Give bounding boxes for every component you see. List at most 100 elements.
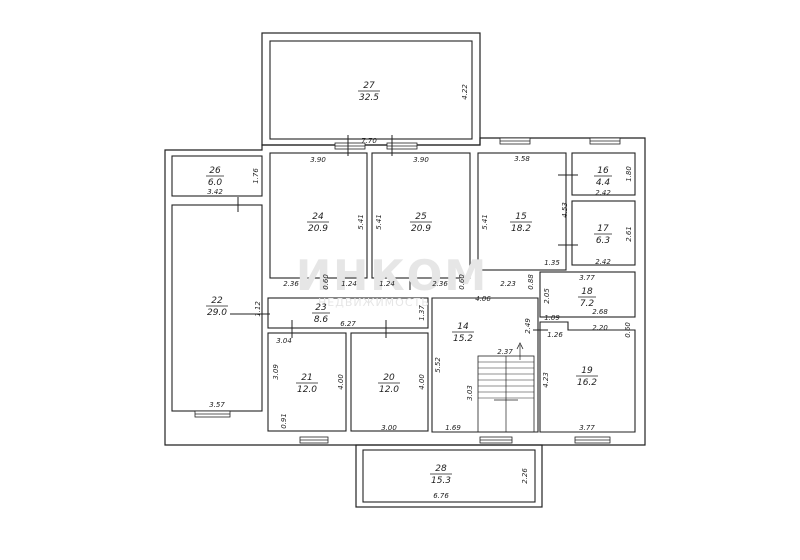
room-area: 32.5 [359, 93, 379, 103]
dim-label: 4.53 [561, 202, 569, 218]
dim-label: 2.26 [521, 468, 529, 484]
window [194, 410, 231, 418]
dim-label: 5.52 [434, 357, 442, 373]
room-25 [371, 152, 471, 279]
dim-label: 6.76 [433, 492, 449, 500]
room-number: 18 [581, 287, 593, 297]
watermark-brand: ИНКОМ [296, 251, 488, 300]
dim-label: 0.60 [458, 274, 466, 290]
room-number: 20 [383, 373, 395, 383]
dim-label: 0.88 [527, 274, 535, 290]
dim-label: 1.24 [341, 280, 357, 288]
dim-label: 1.80 [625, 166, 633, 182]
dim-label: 3.90 [413, 156, 429, 164]
room-number: 16 [597, 166, 609, 176]
room-area: 8.6 [314, 315, 329, 325]
watermark: ИНКОМ НЕДВИЖИМОСТЬ [296, 251, 488, 309]
room-number: 19 [581, 366, 593, 376]
dim-label: 2.61 [625, 226, 633, 242]
dim-label: 5.41 [375, 214, 383, 230]
dim-label: 1.76 [252, 168, 260, 184]
dim-label: 3.42 [207, 188, 223, 196]
dim-label: 1.35 [544, 259, 560, 267]
room-area: 15.2 [453, 334, 473, 344]
room-number: 28 [435, 464, 447, 474]
room-15 [477, 152, 567, 271]
room-number: 22 [211, 296, 223, 306]
dim-label: 3.04 [276, 337, 292, 345]
room-area: 20.9 [308, 224, 328, 234]
window [334, 142, 366, 150]
window [574, 436, 611, 444]
dim-label: 3.09 [272, 364, 280, 380]
dim-label: 3.03 [466, 385, 474, 401]
dim-label: 4.22 [461, 84, 469, 100]
dim-label: 3.77 [579, 274, 595, 282]
room-21 [267, 332, 347, 432]
dim-label: 1.37 [418, 305, 426, 321]
room-number: 14 [457, 322, 469, 332]
room-27 [269, 40, 473, 140]
room-area: 7.2 [580, 299, 595, 309]
window [499, 137, 531, 145]
room-area: 6.0 [208, 178, 223, 188]
dim-label: 5.41 [357, 214, 365, 230]
dim-label: 2.49 [524, 318, 532, 334]
dim-label: 4.06 [475, 295, 491, 303]
dim-label: 2.37 [497, 348, 513, 356]
room-18 [539, 271, 636, 318]
dim-label: 2.36 [283, 280, 299, 288]
room-16 [571, 152, 636, 196]
dim-label: 3.57 [209, 401, 225, 409]
window [479, 436, 513, 444]
room-number: 24 [312, 212, 324, 222]
room-14 [431, 297, 539, 433]
dim-label: 0.60 [322, 274, 330, 290]
room-area: 16.2 [577, 378, 597, 388]
room-labels: 27 32.5 26 6.0 24 20.9 25 20.9 15 18.2 1… [206, 81, 612, 486]
dim-label: 6.27 [340, 320, 356, 328]
dim-label: 1.12 [254, 301, 262, 317]
room-23 [267, 297, 429, 329]
dim-label: 0.91 [280, 413, 288, 429]
room-number: 26 [209, 166, 221, 176]
watermark-sub: НЕДВИЖИМОСТЬ [318, 296, 430, 309]
room-28 [362, 449, 536, 503]
room-number: 25 [415, 212, 427, 222]
room-number: 21 [301, 373, 312, 383]
room-24 [269, 152, 368, 279]
staircase [477, 342, 535, 433]
dim-label: 2.20 [592, 324, 608, 332]
dim-label: 3.00 [381, 424, 397, 432]
room-number: 27 [363, 81, 375, 91]
room-area: 20.9 [411, 224, 431, 234]
dim-label: 7.70 [361, 137, 377, 145]
room-number: 15 [515, 212, 527, 222]
dim-label: 3.90 [310, 156, 326, 164]
dim-label: 4.00 [337, 374, 345, 390]
room-20 [350, 332, 429, 432]
room-area: 18.2 [511, 224, 531, 234]
dim-label: 2.42 [595, 189, 611, 197]
dim-label: 1.09 [544, 314, 560, 322]
room-22 [171, 204, 263, 412]
dim-label: 2.68 [592, 308, 608, 316]
dimension-labels: 7.70 4.22 3.90 3.90 3.58 1.76 3.42 5.41 … [207, 84, 633, 500]
windows [194, 137, 621, 444]
room-area: 12.0 [379, 385, 399, 395]
dim-label: 1.26 [547, 331, 563, 339]
arrow-up-icon [516, 342, 524, 350]
dim-label: 2.23 [500, 280, 516, 288]
dim-label: 0.60 [624, 322, 632, 338]
dim-label: 3.77 [579, 424, 595, 432]
window [589, 137, 621, 145]
dim-label: 4.00 [418, 374, 426, 390]
room-19 [539, 321, 636, 433]
dim-label: 3.58 [514, 155, 530, 163]
dim-label: 2.36 [432, 280, 448, 288]
dim-label: 1.24 [379, 280, 395, 288]
dim-label: 2.05 [543, 288, 551, 304]
outer-walls [164, 32, 646, 508]
window [299, 436, 329, 444]
